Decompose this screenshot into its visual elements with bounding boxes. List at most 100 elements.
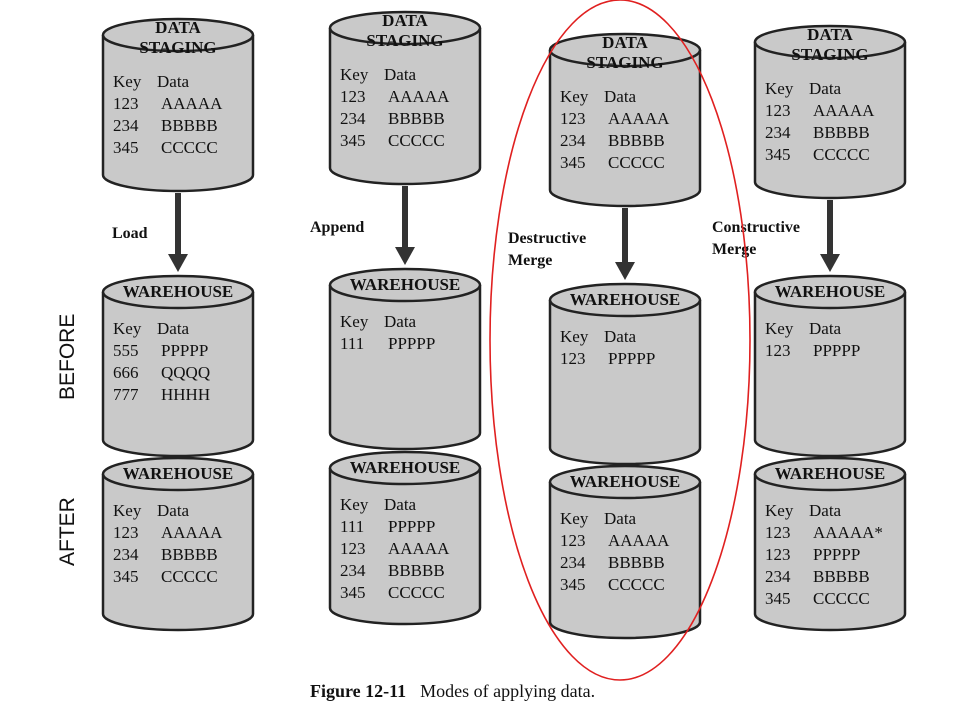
table-cell-key: 123: [560, 531, 586, 550]
table-cell-key: 345: [340, 131, 366, 150]
table-header-data: Data: [384, 495, 417, 514]
table-header-key: Key: [765, 319, 794, 338]
cylinder-title: DATA: [807, 25, 853, 44]
table-header-key: Key: [560, 87, 589, 106]
cylinder-top: [328, 267, 482, 303]
arrow-2: [395, 186, 415, 265]
table-header-data: Data: [384, 65, 417, 84]
cylinder-body: [548, 50, 702, 208]
table-cell-data: AAAAA: [161, 523, 223, 542]
table-header-key: Key: [340, 65, 369, 84]
table-cell-key: 123: [560, 349, 586, 368]
table-header-key: Key: [340, 495, 369, 514]
cylinder-top: [753, 24, 907, 60]
table-cell-data: AAAAA: [813, 101, 875, 120]
table-cell-data: CCCCC: [608, 153, 665, 172]
table-header-key: Key: [560, 509, 589, 528]
cylinder-body: [328, 28, 482, 186]
table-cell-data: CCCCC: [388, 131, 445, 150]
operation-label: Append: [310, 219, 364, 236]
table-header-key: Key: [113, 72, 142, 91]
table-cell-key: 345: [113, 567, 139, 586]
table-cell-key: 234: [560, 553, 586, 572]
table-cell-data: HHHH: [161, 385, 210, 404]
table-cell-data: BBBBB: [813, 567, 870, 586]
cylinder-title: STAGING: [791, 45, 868, 64]
table-cell-key: 234: [340, 109, 366, 128]
table-cell-data: BBBBB: [813, 123, 870, 142]
cylinder-title: STAGING: [139, 38, 216, 57]
table-cell-data: PPPPP: [813, 545, 860, 564]
table-cell-key: 345: [765, 589, 791, 608]
table-cell-data: CCCCC: [161, 567, 218, 586]
table-cell-data: AAAAA: [608, 531, 670, 550]
cylinder-top: [328, 450, 482, 486]
table-header-key: Key: [113, 501, 142, 520]
cylinder-top: [548, 282, 702, 318]
cylinder-title: STAGING: [586, 53, 663, 72]
table-cell-key: 345: [340, 583, 366, 602]
caption-text: Modes of applying data.: [420, 681, 595, 701]
table-cell-key: 666: [113, 363, 139, 382]
cylinder-top: [101, 274, 255, 310]
table-cell-key: 234: [765, 567, 791, 586]
table-cell-key: 234: [765, 123, 791, 142]
table-cell-data: BBBBB: [161, 545, 218, 564]
table-header-key: Key: [340, 312, 369, 331]
table-cell-key: 345: [560, 575, 586, 594]
table-header-key: Key: [113, 319, 142, 338]
cylinder-body: [753, 474, 907, 632]
table-cell-key: 777: [113, 385, 139, 404]
cylinder-title: WAREHOUSE: [123, 282, 234, 301]
row-label-before: BEFORE: [56, 314, 79, 400]
cylinder-title: DATA: [155, 18, 201, 37]
table-header-key: Key: [765, 79, 794, 98]
arrows-layer: [168, 186, 840, 280]
table-cell-key: 123: [560, 109, 586, 128]
table-cell-data: BBBBB: [388, 561, 445, 580]
cylinder-body: [753, 292, 907, 458]
table-cell-data: BBBBB: [161, 116, 218, 135]
table-cell-data: PPPPP: [388, 334, 435, 353]
table-header-data: Data: [604, 327, 637, 346]
table-cell-data: PPPPP: [813, 341, 860, 360]
row-label-after: AFTER: [56, 497, 79, 566]
operation-label: Constructive: [712, 219, 800, 236]
table-header-data: Data: [809, 501, 842, 520]
table-cell-key: 123: [113, 523, 139, 542]
cylinder-body: [753, 42, 907, 200]
highlight-ellipse: [489, 0, 751, 681]
table-header-data: Data: [157, 319, 190, 338]
caption-number: Figure 12-11: [310, 681, 406, 701]
table-cell-data: PPPPP: [161, 341, 208, 360]
table-cell-data: CCCCC: [161, 138, 218, 157]
cylinder-body: [101, 292, 255, 458]
table-header-data: Data: [157, 501, 190, 520]
table-header-key: Key: [560, 327, 589, 346]
table-cell-key: 345: [113, 138, 139, 157]
table-cell-data: CCCCC: [388, 583, 445, 602]
table-header-data: Data: [809, 319, 842, 338]
cylinder-body: [101, 474, 255, 632]
table-header-data: Data: [604, 509, 637, 528]
table-cell-data: AAAAA: [388, 539, 450, 558]
cylinder-title: WAREHOUSE: [350, 275, 461, 294]
table-header-data: Data: [604, 87, 637, 106]
table-cell-data: AAAAA: [608, 109, 670, 128]
table-cell-key: 123: [765, 523, 791, 542]
table-cell-data: BBBBB: [608, 131, 665, 150]
table-cell-key: 123: [113, 94, 139, 113]
table-cell-data: BBBBB: [388, 109, 445, 128]
table-cell-key: 234: [340, 561, 366, 580]
table-cell-data: CCCCC: [813, 589, 870, 608]
